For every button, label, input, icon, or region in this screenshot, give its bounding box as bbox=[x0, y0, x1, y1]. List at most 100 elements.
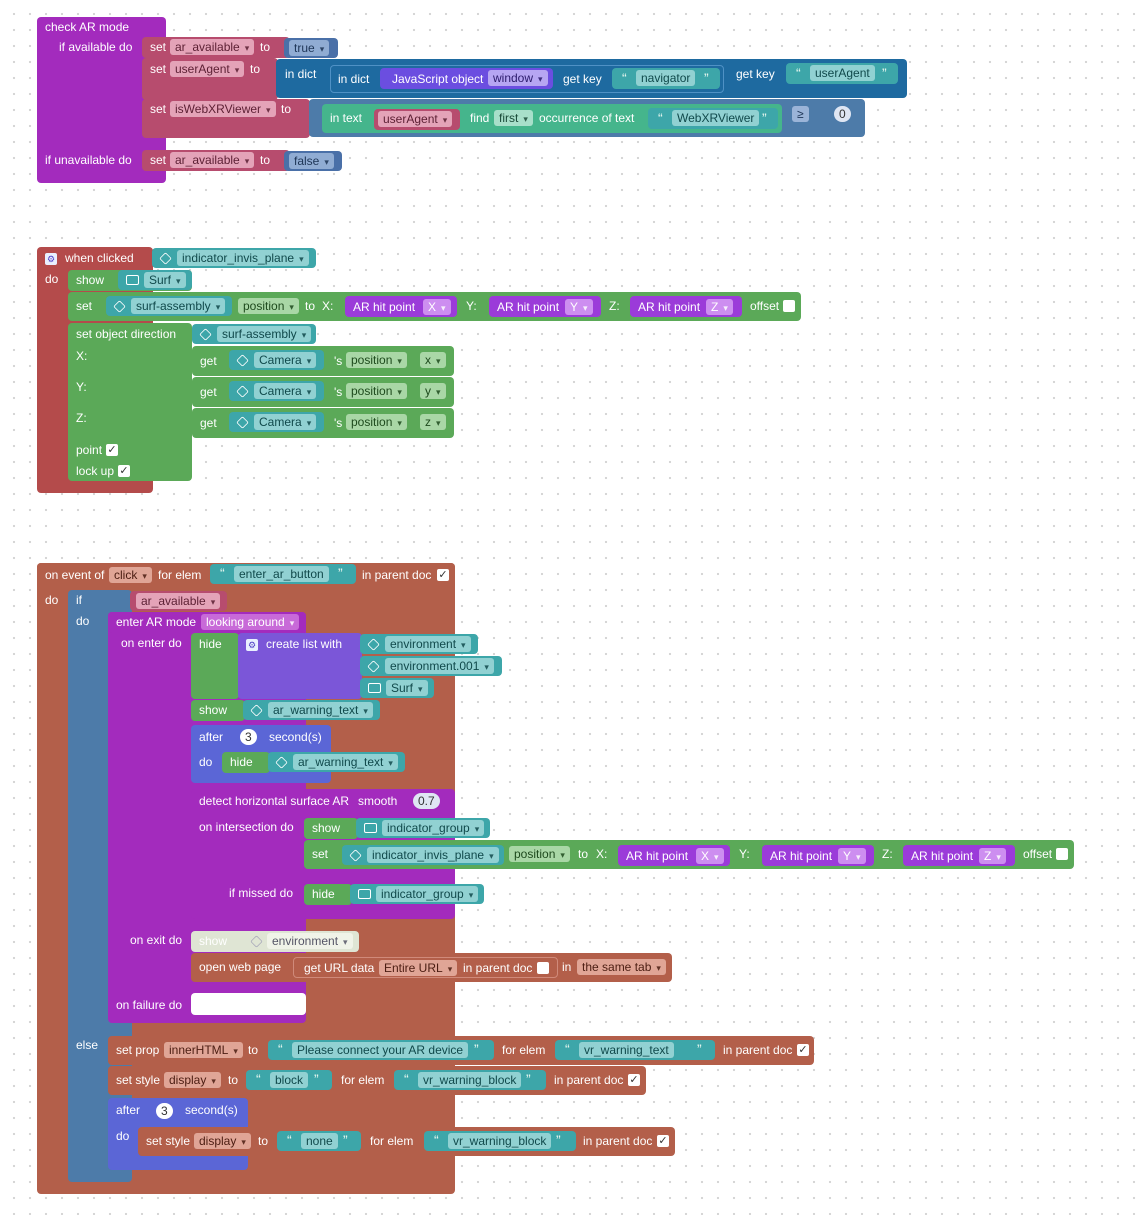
offset-checkbox[interactable] bbox=[783, 300, 795, 312]
ar-hit-point-z-block[interactable]: AR hit point Z bbox=[903, 845, 1015, 866]
set-user-agent-block[interactable]: set userAgent to bbox=[142, 58, 278, 100]
surf-assembly-dropdown[interactable]: surf-assembly bbox=[131, 298, 226, 314]
point-checkbox[interactable]: ✓ bbox=[106, 444, 118, 456]
block-string[interactable]: “ block ” bbox=[246, 1070, 332, 1090]
indicator-invis-plane-block[interactable]: indicator_invis_plane bbox=[152, 248, 316, 268]
position-dropdown[interactable]: position bbox=[346, 383, 407, 399]
false-dropdown[interactable]: false bbox=[289, 153, 334, 169]
camera-dropdown[interactable]: Camera bbox=[254, 352, 317, 368]
in-parent-doc-checkbox[interactable]: ✓ bbox=[628, 1074, 640, 1086]
axis-z-dropdown[interactable]: Z bbox=[979, 848, 1006, 864]
enter-ar-mode-header[interactable]: enter AR mode looking around bbox=[108, 612, 306, 633]
set-is-webxr-block[interactable]: set isWebXRViewer to bbox=[142, 99, 310, 138]
set-style-none-block[interactable]: set style display to for elem in parent … bbox=[138, 1127, 675, 1156]
camera-x-block[interactable]: Camera bbox=[229, 350, 324, 370]
surf-dropdown[interactable]: Surf bbox=[386, 680, 428, 696]
in-parent-doc-checkbox[interactable]: ✓ bbox=[437, 569, 449, 581]
webxr-viewer-text[interactable]: WebXRViewer bbox=[672, 110, 760, 126]
axis-y-dropdown[interactable]: Y bbox=[565, 299, 593, 315]
after-seconds-number[interactable]: 3 bbox=[156, 1103, 173, 1119]
indicator-invis-plane-dropdown[interactable]: indicator_invis_plane bbox=[177, 250, 309, 266]
block-text[interactable]: block bbox=[270, 1072, 309, 1088]
ar-hit-point-y-block[interactable]: AR hit point Y bbox=[762, 845, 874, 866]
ar-hit-point-x-block[interactable]: AR hit point X bbox=[618, 845, 730, 866]
set-ar-available-false-block[interactable]: set ar_available to bbox=[142, 150, 290, 171]
vr-warning-block-text[interactable]: vr_warning_block bbox=[418, 1072, 522, 1088]
hide-list-block[interactable]: hide bbox=[191, 633, 239, 699]
enter-ar-button-text[interactable]: enter_ar_button bbox=[234, 566, 329, 582]
true-block[interactable]: true bbox=[284, 38, 338, 58]
hide-ar-warning-block[interactable]: hide bbox=[222, 752, 270, 773]
camera-dropdown[interactable]: Camera bbox=[254, 414, 317, 430]
lx-dropdown[interactable]: x bbox=[420, 352, 446, 368]
surf-block[interactable]: Surf bbox=[118, 270, 192, 290]
ar-warning-text-dropdown[interactable]: ar_warning_text bbox=[268, 702, 373, 718]
webxr-string-block[interactable]: “ WebXRViewer ” bbox=[648, 108, 778, 129]
environment-dropdown[interactable]: environment bbox=[267, 933, 353, 949]
user-agent-string-block[interactable]: “ userAgent ” bbox=[786, 63, 898, 84]
get-url-block[interactable]: get URL data Entire URL in parent doc bbox=[293, 957, 558, 978]
indicator-group-block[interactable]: indicator_group bbox=[356, 818, 490, 838]
show-indicator-block[interactable]: show bbox=[304, 818, 358, 839]
indicator-group-block-2[interactable]: indicator_group bbox=[350, 884, 484, 904]
on-failure-slot[interactable] bbox=[191, 993, 306, 1015]
vr-warning-text-text[interactable]: vr_warning_text bbox=[579, 1042, 674, 1058]
ar-warning-text-block[interactable]: ar_warning_text bbox=[243, 700, 380, 720]
navigator-string-block[interactable]: “ navigator ” bbox=[612, 68, 720, 89]
ar-warning-text-block-2[interactable]: ar_warning_text bbox=[268, 752, 405, 772]
first-dropdown[interactable]: first bbox=[494, 110, 533, 126]
lock-up-checkbox[interactable]: ✓ bbox=[118, 465, 130, 477]
click-dropdown[interactable]: click bbox=[109, 567, 152, 583]
user-agent-var-block[interactable]: userAgent bbox=[374, 109, 460, 130]
environment-001-block[interactable]: environment.001 bbox=[360, 656, 502, 676]
vr-warning-block-string-2[interactable]: “ vr_warning_block ” bbox=[424, 1131, 576, 1151]
user-agent-key-text[interactable]: userAgent bbox=[810, 65, 875, 81]
surf-assembly-dropdown[interactable]: surf-assembly bbox=[217, 326, 312, 342]
camera-z-block[interactable]: Camera bbox=[229, 412, 324, 432]
position-dropdown[interactable]: position bbox=[238, 298, 299, 314]
indicator-group-dropdown[interactable]: indicator_group bbox=[382, 820, 485, 836]
ar-available-var-block[interactable]: ar_available bbox=[130, 591, 227, 611]
connect-msg-text[interactable]: Please connect your AR device bbox=[292, 1042, 469, 1058]
var-user-agent-dropdown[interactable]: userAgent bbox=[170, 61, 245, 77]
false-block[interactable]: false bbox=[284, 151, 342, 171]
in-parent-doc-checkbox[interactable] bbox=[537, 962, 549, 974]
camera-dropdown[interactable]: Camera bbox=[254, 383, 317, 399]
display-dropdown[interactable]: display bbox=[164, 1072, 221, 1088]
js-object-block[interactable]: JavaScript object window bbox=[380, 68, 553, 89]
surf-block[interactable]: Surf bbox=[360, 678, 434, 698]
after-seconds-number[interactable]: 3 bbox=[240, 729, 257, 745]
position-dropdown[interactable]: position bbox=[346, 414, 407, 430]
set-object-direction-block[interactable]: set object direction X: Y: Z: point ✓ lo… bbox=[68, 323, 192, 481]
environment-dropdown[interactable]: environment bbox=[385, 636, 471, 652]
position-dropdown[interactable]: position bbox=[509, 846, 570, 862]
ar-warning-text-dropdown[interactable]: ar_warning_text bbox=[293, 754, 398, 770]
axis-y-dropdown[interactable]: Y bbox=[838, 848, 866, 864]
connect-msg-string[interactable]: “ Please connect your AR device ” bbox=[268, 1040, 494, 1060]
none-string[interactable]: “ none ” bbox=[277, 1131, 361, 1151]
show-ar-warning-block[interactable]: show bbox=[191, 700, 245, 721]
axis-z-dropdown[interactable]: Z bbox=[706, 299, 733, 315]
entire-url-dropdown[interactable]: Entire URL bbox=[379, 960, 458, 976]
offset-checkbox[interactable] bbox=[1056, 848, 1068, 860]
navigator-text[interactable]: navigator bbox=[636, 70, 696, 86]
surf-dropdown[interactable]: Surf bbox=[144, 272, 186, 288]
vr-warning-text-string[interactable]: “ vr_warning_text ” bbox=[555, 1040, 715, 1060]
camera-y-block[interactable]: Camera bbox=[229, 381, 324, 401]
compare-op-dropdown[interactable]: ≥ bbox=[792, 106, 809, 122]
environment-block[interactable]: environment bbox=[360, 634, 478, 654]
axis-x-dropdown[interactable]: X bbox=[696, 848, 724, 864]
vr-warning-block-string[interactable]: “ vr_warning_block ” bbox=[394, 1070, 546, 1090]
window-dropdown[interactable]: window bbox=[488, 70, 548, 86]
lz-dropdown[interactable]: z bbox=[420, 414, 446, 430]
create-list-block[interactable]: ⚙create list with bbox=[238, 633, 362, 699]
surf-assembly-block[interactable]: surf-assembly bbox=[106, 296, 232, 316]
true-dropdown[interactable]: true bbox=[289, 40, 330, 56]
ar-available-dropdown[interactable]: ar_available bbox=[136, 593, 221, 609]
user-agent-var-dropdown[interactable]: userAgent bbox=[378, 111, 453, 127]
set-ar-available-block[interactable]: set ar_available to bbox=[142, 37, 290, 58]
var-ar-available-dropdown[interactable]: ar_available bbox=[170, 39, 255, 55]
show-environment-disabled-block[interactable]: show environment bbox=[191, 931, 359, 952]
ar-hit-point-x-block[interactable]: AR hit point X bbox=[345, 296, 457, 317]
position-dropdown[interactable]: position bbox=[346, 352, 407, 368]
